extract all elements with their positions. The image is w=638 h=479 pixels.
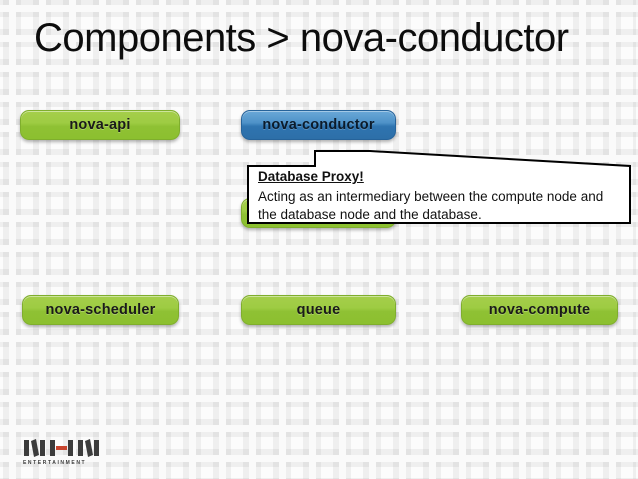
nhn-entertainment-logo: ENTERTAINMENT [22, 437, 100, 467]
node-label: nova-conductor [262, 116, 375, 133]
node-nova-compute[interactable]: nova-compute [461, 295, 618, 325]
node-label: nova-api [69, 116, 131, 133]
node-nova-scheduler[interactable]: nova-scheduler [22, 295, 179, 325]
node-nova-api[interactable]: nova-api [20, 110, 180, 140]
node-nova-conductor[interactable]: nova-conductor [241, 110, 396, 140]
callout-tooltip: Database Proxy! Acting as an intermediar… [247, 149, 631, 224]
callout-text-block: Database Proxy! Acting as an intermediar… [258, 168, 623, 225]
nhn-logo-mark-icon [24, 439, 99, 457]
callout-body: Acting as an intermediary between the co… [258, 188, 604, 223]
callout-heading: Database Proxy! [258, 169, 364, 184]
node-label: queue [296, 301, 341, 318]
page-title: Components > nova-conductor [34, 16, 569, 60]
logo-wordmark: ENTERTAINMENT [23, 460, 87, 466]
node-queue[interactable]: queue [241, 295, 396, 325]
node-label: nova-scheduler [45, 301, 156, 318]
callout-shape [247, 150, 631, 224]
node-label: nova-compute [488, 301, 591, 318]
